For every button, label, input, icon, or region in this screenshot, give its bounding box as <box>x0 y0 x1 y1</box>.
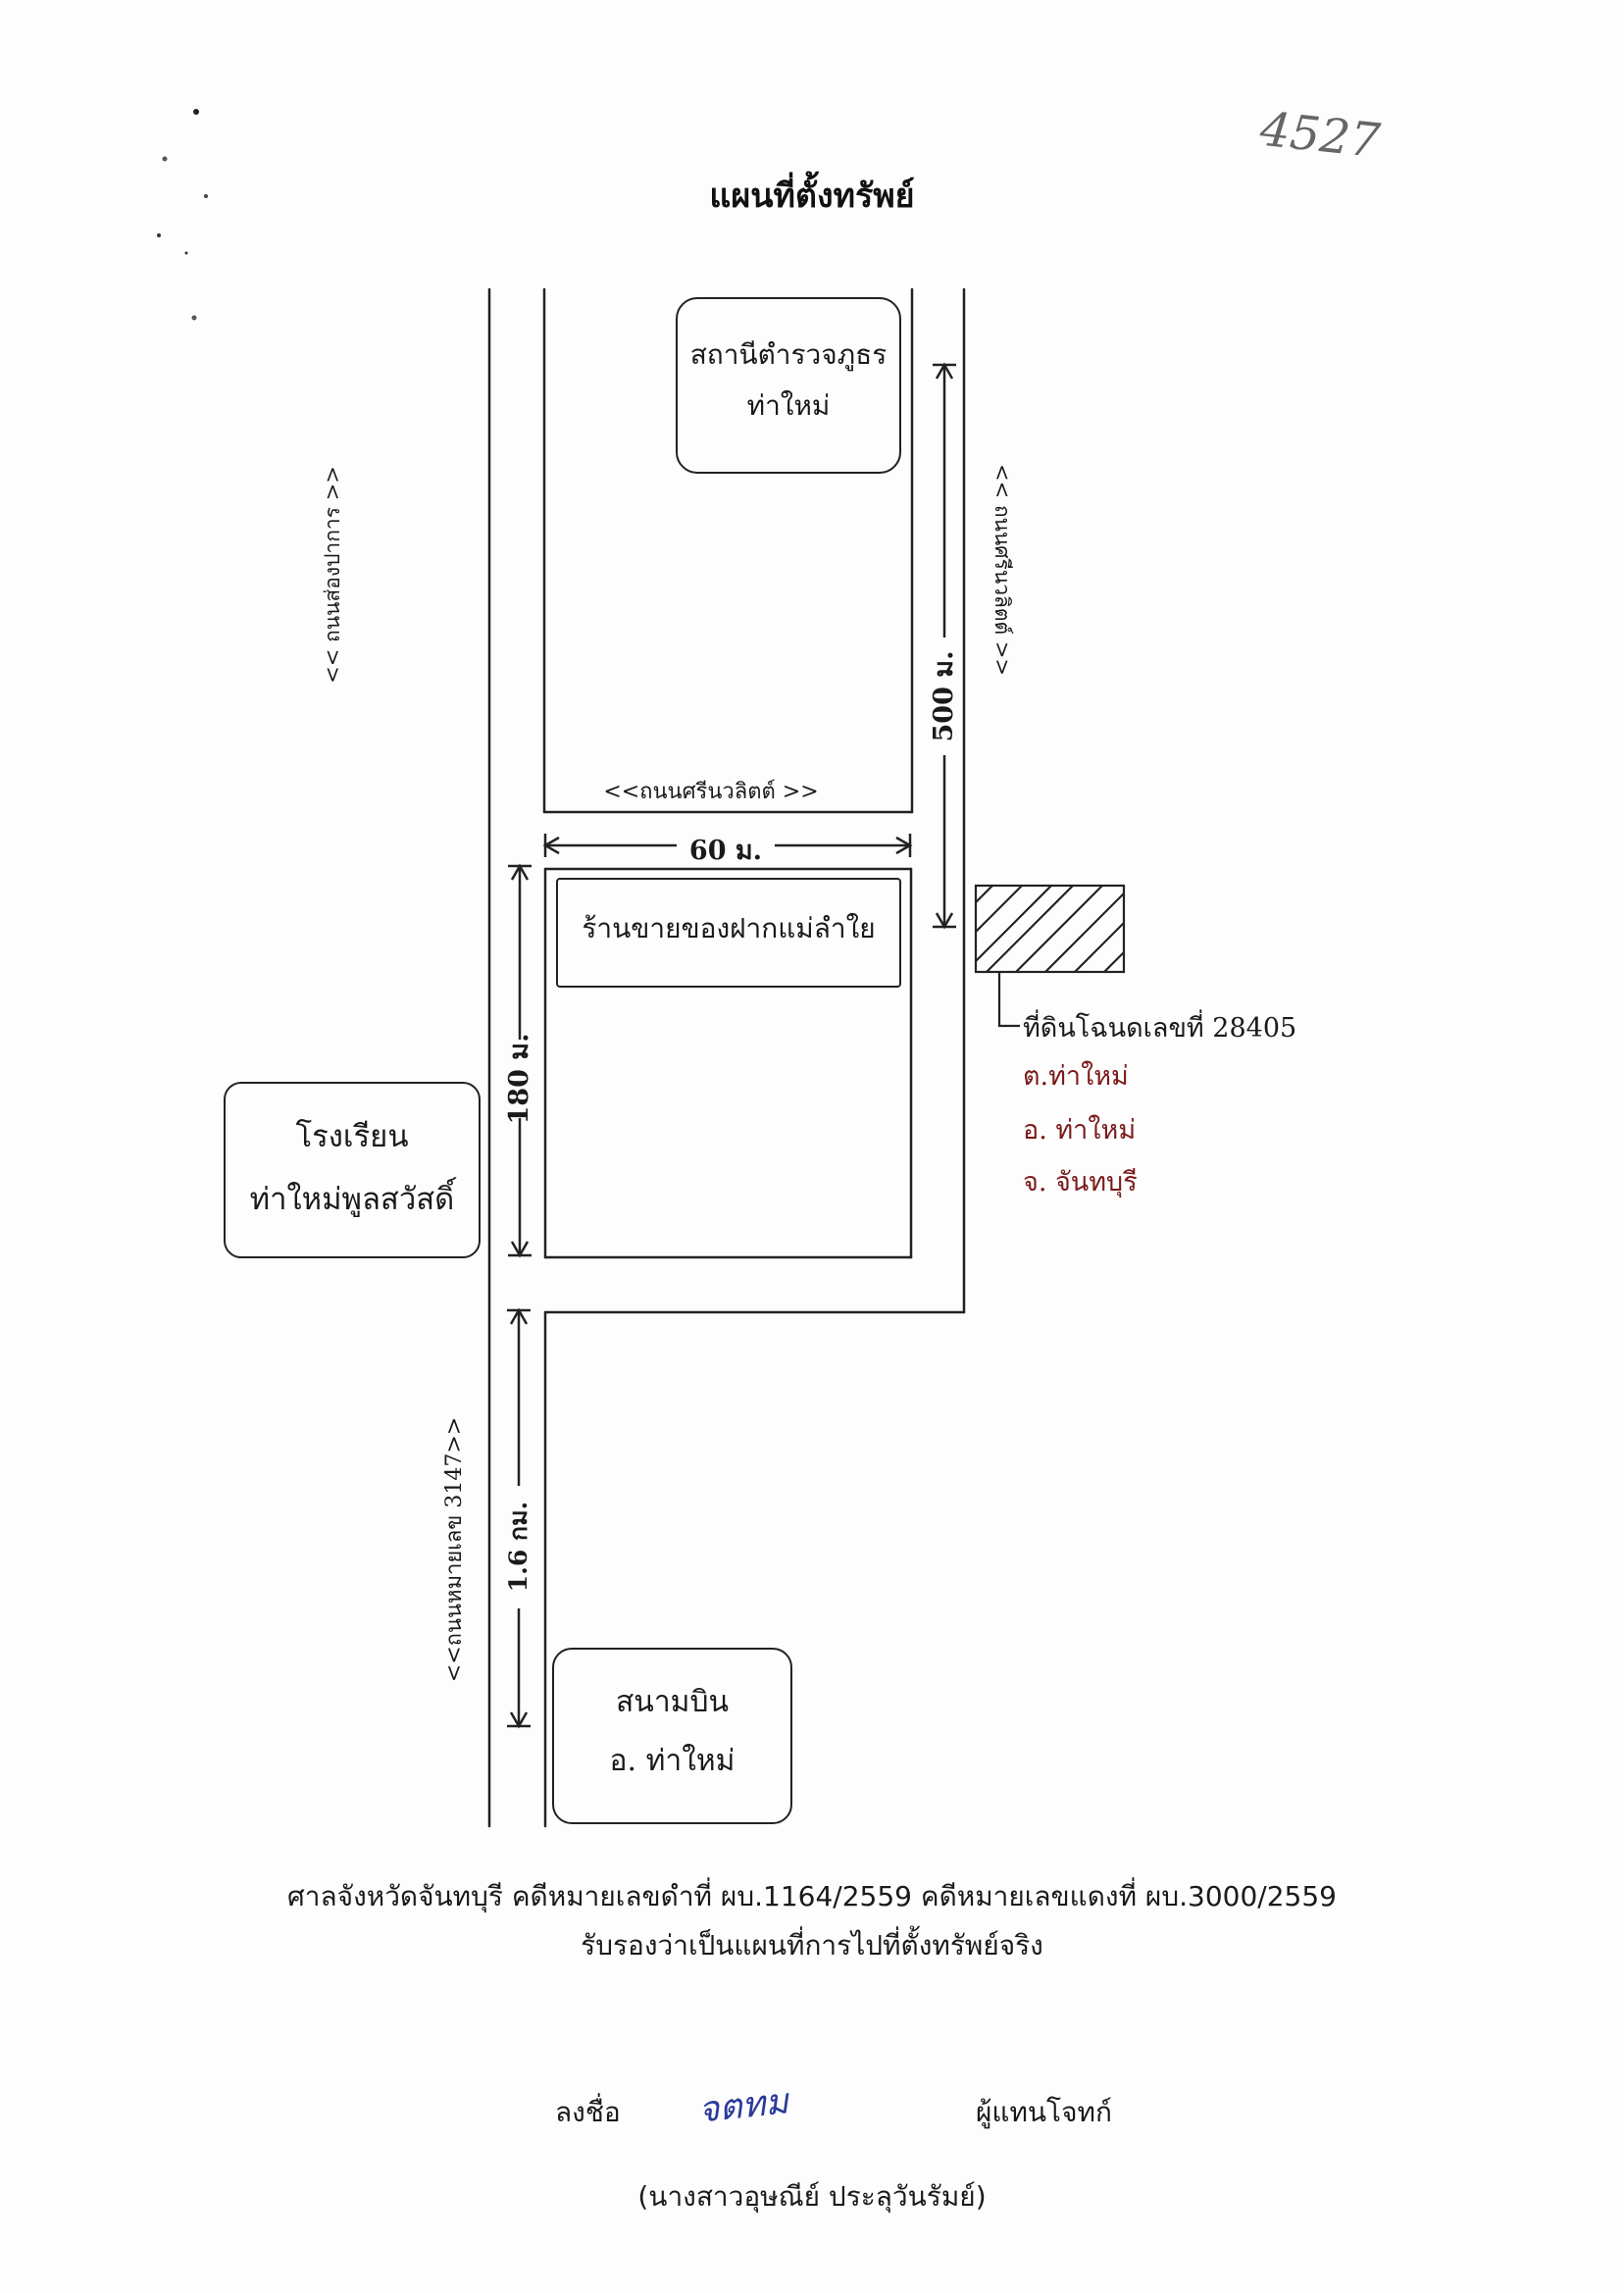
school-label-line1: โรงเรียน <box>295 1119 409 1154</box>
property-deed-label: ที่ดินโฉนดเลขที่ 28405 <box>1023 1013 1297 1044</box>
property-leader-line <box>997 972 1020 1028</box>
airport-box <box>552 1648 792 1824</box>
airport-label-line1: สนามบิน <box>616 1685 729 1719</box>
property-changwat: จ. จันทบุรี <box>1023 1167 1138 1197</box>
role-label: ผู้แทนโจทก์ <box>976 2096 1112 2128</box>
road-label-left-upper: << ถนนส่องปาการ >> <box>321 466 344 684</box>
distance-1-6km: 1.6 กม. <box>504 1501 533 1593</box>
police-station-label-line2: ท่าใหม่ <box>746 389 831 422</box>
airport-label-line2: อ. ท่าใหม่ <box>609 1744 736 1778</box>
property-tambon: ต.ท่าใหม่ <box>1023 1061 1129 1092</box>
margin-specks <box>157 108 216 333</box>
property-plot <box>974 884 1126 974</box>
map-title: แผนที่ตั้งทรัพย์ <box>709 177 915 216</box>
road-label-cross: <<ถนนศรีนวลิตต์ >> <box>603 780 819 804</box>
school-box <box>224 1082 481 1258</box>
sign-label: ลงชื่อ <box>555 2096 621 2128</box>
road-label-right: << ถนนศรีนวลิตต์ >> <box>990 463 1014 677</box>
shop-box <box>556 878 901 988</box>
signer-name: (นางสาวอุษณีย์ ประลุวันรัมย์) <box>637 2180 987 2213</box>
police-station-box <box>676 297 901 474</box>
distance-500m: 500 ม. <box>929 650 959 742</box>
school-label-line2: ท่าใหม่พูลสวัสดิ์ <box>249 1182 455 1217</box>
police-station-label-line1: สถานีตำรวจภูธร <box>689 338 888 371</box>
property-amphoe: อ. ท่าใหม่ <box>1023 1115 1137 1146</box>
shop-label: ร้านขายของฝากแม่ลำใย <box>582 912 876 944</box>
signature: จตทม <box>696 2081 790 2131</box>
footer-certify-line: รับรองว่าเป็นแผนที่การไปที่ตั้งทรัพย์จริ… <box>581 1929 1043 1962</box>
distance-60m: 60 ม. <box>688 836 763 866</box>
distance-180m: 180 ม. <box>504 1033 534 1125</box>
footer-case-line: ศาลจังหวัดจันทบุรี คดีหมายเลขดำที่ ผบ.11… <box>287 1880 1337 1912</box>
road-label-left-lower: <<ถนนหมายเลข 3147>> <box>442 1416 467 1683</box>
